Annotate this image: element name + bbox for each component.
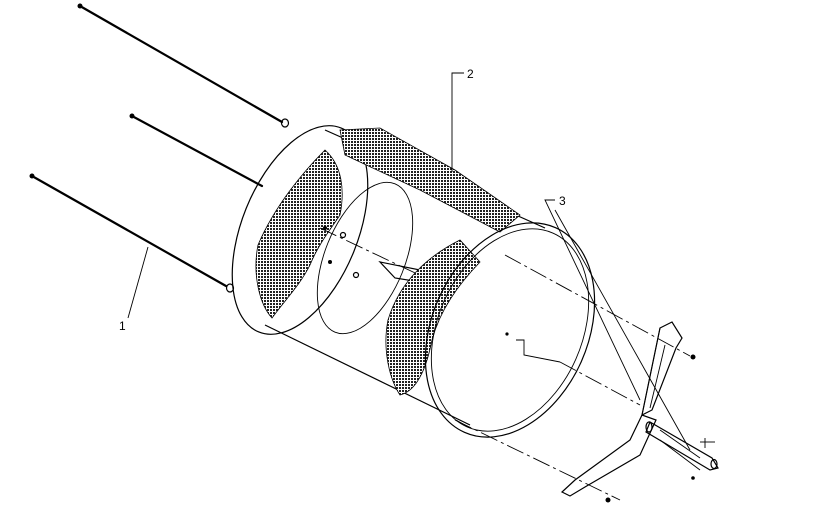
tie-rod-middle: [130, 114, 264, 188]
end-frame-bracket: [560, 321, 719, 497]
tie-rods: [29, 3, 290, 293]
drum-rear-rim: [231, 125, 369, 335]
drum-screen-rear: [255, 149, 343, 319]
drum-front-plate: [424, 222, 596, 438]
callout-leaders: [127, 72, 691, 451]
tie-rod-top: [78, 4, 284, 124]
callout-1: 1: [119, 319, 126, 333]
leader-1: [127, 246, 149, 319]
callout-2: 2: [467, 67, 474, 81]
drum-screen-top: [339, 127, 521, 233]
leader-3: [544, 199, 641, 401]
drum-screen-front: [385, 239, 481, 396]
drive-shaft-stub: [645, 421, 719, 471]
leader-2: [451, 72, 464, 172]
callout-3: 3: [559, 194, 566, 208]
assembly-center-lines: [454, 254, 696, 503]
screen-drum: [231, 125, 596, 438]
tie-rod-bottom: [30, 174, 228, 288]
inner-support-ring: [316, 181, 414, 335]
